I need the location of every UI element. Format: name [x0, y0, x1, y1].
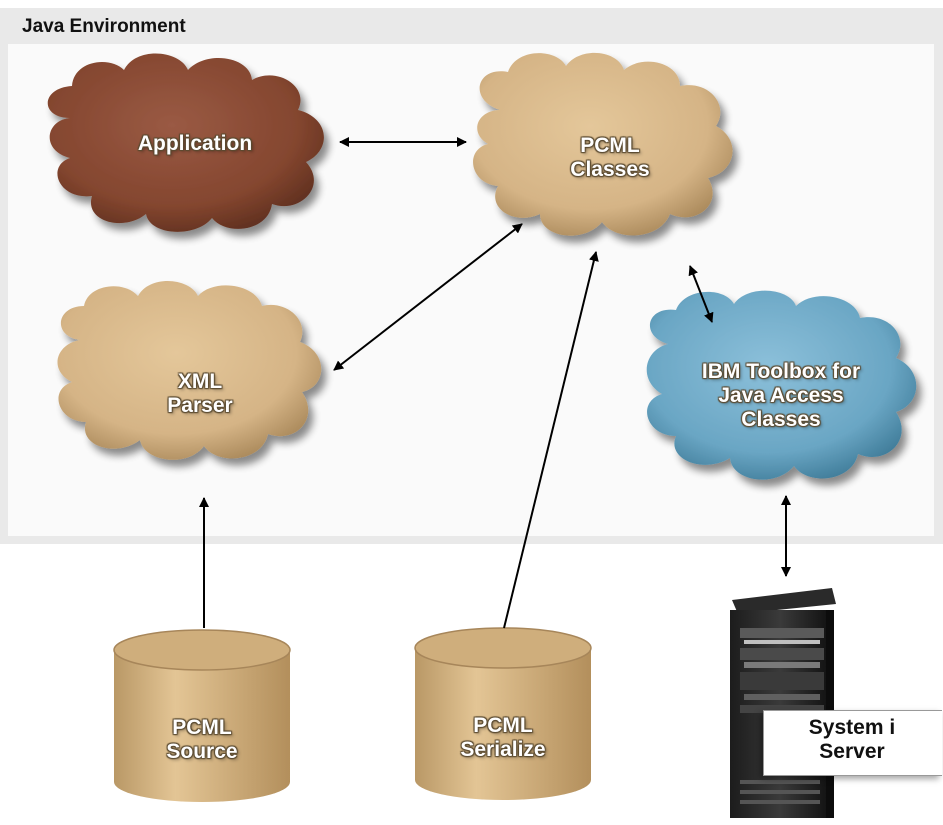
- toolbox-label-line-1: IBM Toolbox for: [701, 360, 861, 383]
- pcml-serialize-cylinder: [414, 627, 592, 800]
- application-label: Application: [100, 132, 290, 156]
- toolbox-label-line-2: Java Access: [718, 384, 844, 407]
- environment-title: Java Environment: [22, 16, 186, 37]
- pcml-classes-label-line-1: PCML: [580, 134, 640, 157]
- xml-parser-label-line-2: Parser: [167, 394, 233, 417]
- toolbox-label: IBM Toolbox for Java Access Classes: [676, 360, 886, 432]
- pcml-classes-label-line-2: Classes: [570, 158, 650, 181]
- pcml-serialize-label-line-2: Serialize: [460, 738, 546, 761]
- arrow-serialize-pcml: [503, 251, 599, 629]
- pcml-serialize-label: PCML Serialize: [428, 714, 578, 762]
- pcml-source-label: PCML Source: [132, 716, 272, 764]
- xml-parser-label: XML Parser: [110, 370, 290, 418]
- server-rack: [730, 588, 836, 818]
- server-label-line-2: Server: [819, 740, 885, 763]
- pcml-classes-cloud: [473, 52, 733, 236]
- arrow-pcml-toolbox: [688, 265, 714, 323]
- server-label-box: [763, 710, 942, 776]
- server-label: System i Server: [763, 716, 941, 764]
- pcml-source-label-line-1: PCML: [172, 716, 232, 739]
- application-label-line: Application: [137, 132, 253, 155]
- server-label-line-1: System i: [808, 716, 896, 739]
- toolbox-cloud: [646, 290, 917, 480]
- application-cloud: [47, 53, 324, 232]
- pcml-source-cylinder: [113, 629, 291, 802]
- toolbox-label-line-3: Classes: [741, 408, 821, 431]
- pcml-source-label-line-2: Source: [166, 740, 238, 763]
- arrow-xml-pcml: [333, 223, 523, 371]
- pcml-classes-label: PCML Classes: [520, 134, 700, 182]
- xml-parser-cloud: [57, 280, 322, 460]
- pcml-serialize-label-line-1: PCML: [473, 714, 533, 737]
- xml-parser-label-line-1: XML: [177, 370, 223, 393]
